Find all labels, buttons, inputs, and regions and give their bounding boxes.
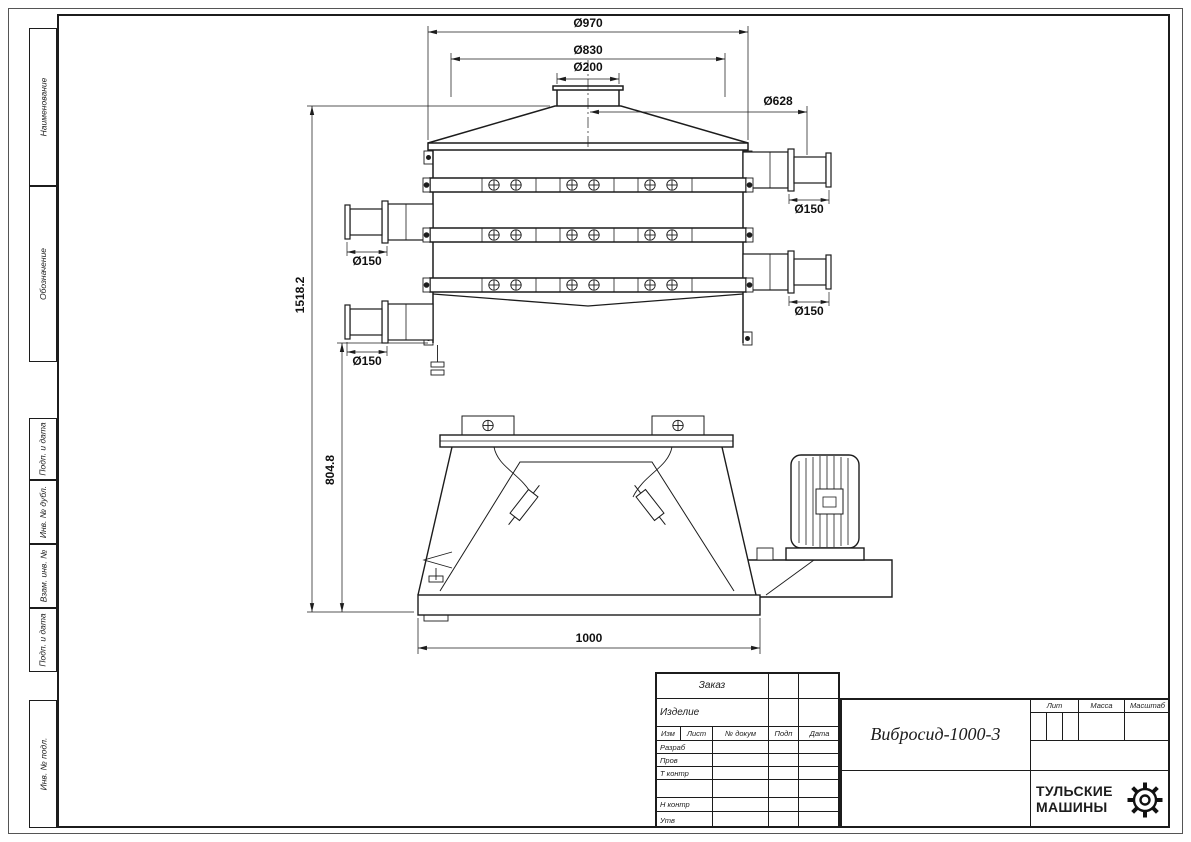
motor-junction-box bbox=[815, 488, 844, 515]
brand-name: ТУЛЬСКИЕ МАШИНЫ bbox=[1036, 784, 1113, 814]
sign-row-prov: Пров bbox=[655, 753, 712, 766]
mass-cell bbox=[1078, 712, 1124, 740]
dimension-labels: Ø970 Ø830 Ø200 Ø628 1518.2 804.8 1000 Ø1… bbox=[293, 16, 824, 645]
outlet-spout-right-top bbox=[743, 149, 831, 204]
margin-cell-sign-date-1: Подп. и дата bbox=[29, 418, 57, 480]
sign-row-nkontr: Н контр bbox=[655, 797, 712, 811]
margin-cell-vzam-inv: Взам. инв. № bbox=[29, 544, 57, 608]
dim-base-width bbox=[417, 618, 761, 654]
brand-logo: ТУЛЬСКИЕ МАШИНЫ bbox=[1030, 770, 1170, 828]
tb-cell bbox=[798, 811, 840, 828]
margin-cell-designation: Обозначение bbox=[29, 186, 57, 362]
brand-line-1: ТУЛЬСКИЕ bbox=[1036, 783, 1113, 800]
dim-height-total bbox=[307, 105, 550, 613]
tb-cell bbox=[1030, 740, 1170, 770]
dim-lid-outer bbox=[427, 26, 749, 140]
tb-cell bbox=[798, 753, 840, 766]
rev-header-podp: Подп bbox=[768, 726, 798, 740]
outlet-spout-left-mid bbox=[345, 201, 433, 256]
tb-cell bbox=[768, 779, 798, 797]
tb-cell bbox=[798, 672, 840, 698]
scale-cell bbox=[1124, 712, 1170, 740]
tb-cell bbox=[768, 698, 798, 726]
tb-cell bbox=[768, 797, 798, 811]
gear-icon bbox=[1127, 782, 1163, 817]
product-label: Изделие bbox=[655, 698, 768, 726]
rev-header-izm: Изм bbox=[655, 726, 680, 740]
tb-cell bbox=[798, 797, 840, 811]
title-block-left bbox=[655, 672, 840, 828]
tb-cell bbox=[768, 740, 798, 753]
tb-cell bbox=[768, 672, 798, 698]
tb-cell bbox=[712, 766, 768, 779]
sieve-machine: Ø970 Ø830 Ø200 Ø628 1518.2 804.8 1000 Ø1… bbox=[293, 16, 893, 654]
margin-cell-inv-podl: Инв. № подл. bbox=[29, 700, 57, 828]
dim-label-lid-outer: Ø970 bbox=[573, 16, 603, 30]
dim-label-outlet-left-mid: Ø150 bbox=[352, 254, 382, 268]
dim-outlet-offset bbox=[590, 106, 808, 155]
dim-label-height-total: 1518.2 bbox=[293, 276, 307, 313]
tb-cell bbox=[712, 779, 768, 797]
tb-cell bbox=[655, 779, 712, 797]
dim-label-outlet-right-top: Ø150 bbox=[794, 202, 824, 216]
lit-label: Лит bbox=[1030, 698, 1078, 712]
margin-cell-inv-dupl: Инв. № дубл. bbox=[29, 480, 57, 544]
sign-row-utv: Утв bbox=[655, 811, 712, 828]
tb-cell bbox=[712, 740, 768, 753]
dim-deck bbox=[450, 53, 726, 97]
bottom-cone bbox=[432, 293, 744, 307]
dim-label-outlet-offset: Ø628 bbox=[763, 94, 793, 108]
outlet-spout-left-bottom bbox=[345, 301, 433, 356]
base-stand bbox=[417, 415, 893, 622]
margin-cell-sign-date-2: Подп. и дата bbox=[29, 608, 57, 672]
dim-height-base bbox=[337, 342, 428, 612]
dim-label-deck: Ø830 bbox=[573, 43, 603, 57]
tb-cell bbox=[768, 766, 798, 779]
dim-label-outlet-left-bottom: Ø150 bbox=[352, 354, 382, 368]
sign-row-tkontr: Т контр bbox=[655, 766, 712, 779]
lit-cell bbox=[1030, 712, 1046, 740]
deck-band-2 bbox=[423, 228, 753, 242]
dim-label-height-base: 804.8 bbox=[323, 455, 337, 485]
tb-cell bbox=[712, 811, 768, 828]
tb-cell bbox=[840, 770, 1030, 828]
drawing-frame bbox=[57, 14, 1170, 828]
rev-header-ndokum: № докум bbox=[712, 726, 768, 740]
tb-cell bbox=[798, 779, 840, 797]
scale-label: Масштаб bbox=[1124, 698, 1170, 712]
dimension-lines bbox=[307, 26, 808, 654]
tb-cell bbox=[712, 797, 768, 811]
lit-cell bbox=[1046, 712, 1062, 740]
lid-cone bbox=[427, 105, 749, 151]
sheet-trim-border bbox=[8, 8, 1183, 834]
order-label: Заказ bbox=[655, 672, 768, 698]
rev-header-list: Лист bbox=[680, 726, 712, 740]
dim-label-inlet: Ø200 bbox=[573, 60, 603, 74]
margin-cell-name: Наименование bbox=[29, 28, 57, 186]
deck-band-3 bbox=[423, 278, 753, 292]
tb-cell bbox=[798, 698, 840, 726]
tb-cell bbox=[768, 753, 798, 766]
mass-label: Масса bbox=[1078, 698, 1124, 712]
title-block-right bbox=[840, 698, 1170, 828]
deck-band-1 bbox=[423, 178, 753, 192]
lit-cell bbox=[1062, 712, 1078, 740]
tb-cell bbox=[798, 740, 840, 753]
dim-label-base-width: 1000 bbox=[576, 631, 603, 645]
tb-cell bbox=[768, 811, 798, 828]
dim-label-outlet-right-mid: Ø150 bbox=[794, 304, 824, 318]
vibration-motor bbox=[756, 454, 865, 561]
outlet-spout-right-mid bbox=[743, 251, 831, 306]
doc-title: Вибросид-1000-3 bbox=[840, 698, 1030, 770]
tb-cell bbox=[712, 753, 768, 766]
rev-header-data: Дата bbox=[798, 726, 840, 740]
dim-inlet bbox=[556, 73, 620, 84]
title-block: Заказ Изделие Изм Лист № докум Подп Дата… bbox=[655, 672, 1170, 828]
brand-line-2: МАШИНЫ bbox=[1036, 798, 1108, 815]
inlet-neck bbox=[552, 85, 624, 106]
sign-row-razrab: Разраб bbox=[655, 740, 712, 753]
tb-cell bbox=[798, 766, 840, 779]
